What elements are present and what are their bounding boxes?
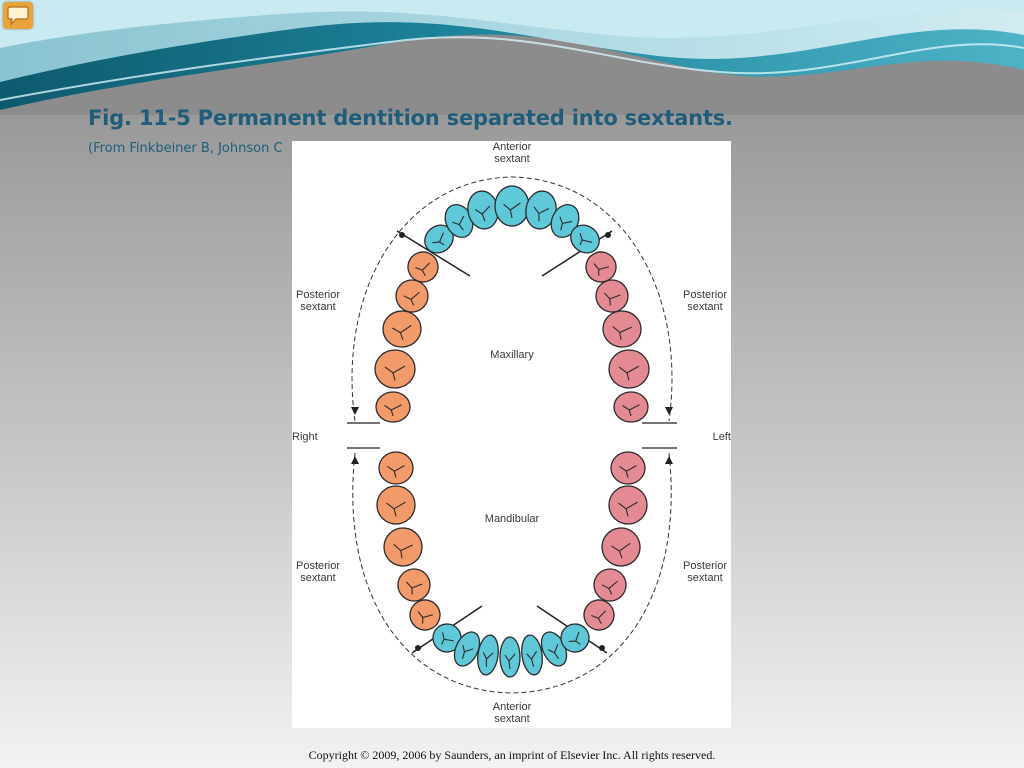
- tooth-groove: [393, 543, 413, 559]
- maxillary-posterior-right-tooth: [407, 251, 439, 283]
- divider-arrowhead-icon: [599, 645, 605, 651]
- sextant-arrow-icon: [665, 407, 673, 415]
- mandibular-anterior-tooth: [453, 631, 481, 667]
- tooth-groove: [432, 232, 445, 246]
- tooth-groove: [612, 325, 632, 340]
- header-wave-decoration: [0, 0, 1024, 115]
- tooth-groove: [441, 632, 454, 645]
- mandibular-posterior-left-tooth: [583, 599, 615, 631]
- mandibular-posterior-right-tooth: [409, 599, 441, 631]
- tooth-groove: [579, 233, 593, 246]
- tooth-groove: [619, 465, 637, 478]
- maxillary-posterior-right-tooth: [374, 349, 416, 389]
- maxillary-posterior-right-tooth: [395, 279, 429, 313]
- label-right: Right: [292, 431, 318, 443]
- maxillary-posterior-right-tooth: [382, 310, 422, 348]
- divider-arrowhead-icon: [399, 232, 405, 238]
- tooth-groove: [461, 644, 474, 659]
- label-maxillary: Maxillary: [490, 349, 534, 361]
- tooth-groove: [482, 652, 494, 667]
- mandibular-posterior-left-tooth: [608, 485, 648, 525]
- label-mandibular: Mandibular: [484, 513, 540, 525]
- slide-title: Fig. 11-5 Permanent dentition separated …: [88, 106, 733, 130]
- sextant-arrow-icon: [665, 456, 673, 464]
- mandibular-anterior-tooth: [477, 634, 499, 676]
- tooth-groove: [618, 365, 640, 381]
- tooth-groove: [533, 206, 550, 222]
- tooth-groove: [384, 404, 402, 417]
- divider-arrowhead-icon: [415, 645, 421, 651]
- maxillary-posterior-left-tooth: [585, 251, 617, 283]
- tooth-groove: [452, 215, 465, 231]
- mandibular-anterior-tooth: [499, 636, 521, 678]
- speech-bubble-icon[interactable]: [3, 2, 33, 29]
- tooth-groove: [526, 651, 537, 668]
- dental-arch-diagram: [347, 176, 677, 694]
- sextant-divider-line: [396, 230, 471, 277]
- tooth-groove: [503, 202, 521, 219]
- tooth-groove: [559, 216, 573, 231]
- tooth-groove: [548, 644, 560, 660]
- tooth-groove: [405, 581, 423, 595]
- sextant-arrow-icon: [351, 456, 359, 464]
- figure-source-citation: (From Finkbeiner B, Johnson C: [88, 141, 283, 156]
- tooth-groove: [618, 501, 638, 517]
- tooth-groove: [403, 291, 420, 306]
- maxillary-arch-outline: [351, 176, 673, 422]
- tooth-groove: [384, 365, 406, 381]
- mandibular-posterior-right-tooth: [383, 527, 423, 567]
- maxillary-posterior-left-tooth: [602, 310, 642, 348]
- tooth-groove: [601, 580, 618, 595]
- tooth-groove: [392, 325, 412, 340]
- mandibular-anterior-tooth: [521, 634, 543, 676]
- maxillary-anterior-tooth: [494, 185, 530, 227]
- sextant-arrow-icon: [351, 407, 359, 415]
- tooth-groove: [417, 611, 433, 624]
- mandibular-posterior-left-tooth: [601, 527, 641, 567]
- mandibular-posterior-left-tooth: [610, 451, 646, 485]
- maxillary-posterior-right-tooth: [375, 391, 411, 423]
- tooth-groove: [387, 465, 405, 478]
- tooth-groove: [622, 404, 640, 417]
- maxillary-posterior-left-tooth: [595, 279, 629, 313]
- tooth-groove: [474, 205, 491, 222]
- copyright-notice: Copyright © 2009, 2006 by Saunders, an i…: [308, 748, 716, 762]
- divider-arrowhead-icon: [605, 232, 611, 238]
- mandibular-anterior-tooth: [560, 623, 590, 653]
- mandibular-posterior-left-tooth: [593, 568, 627, 602]
- tooth-groove: [591, 610, 607, 624]
- maxillary-anterior-tooth: [570, 224, 600, 254]
- mandibular-posterior-right-tooth: [397, 568, 431, 602]
- tooth-groove: [611, 542, 631, 559]
- tooth-groove: [415, 262, 431, 276]
- mandibular-posterior-right-tooth: [376, 485, 416, 525]
- tooth-groove: [603, 292, 621, 306]
- sextant-divider-line: [541, 230, 613, 277]
- tooth-groove: [504, 653, 516, 670]
- tooth-groove: [593, 263, 609, 276]
- tooth-groove: [568, 631, 581, 645]
- maxillary-posterior-left-tooth: [613, 391, 649, 423]
- maxillary-posterior-left-tooth: [608, 349, 650, 389]
- label-left: Left: [712, 431, 731, 443]
- mandibular-posterior-right-tooth: [378, 451, 414, 485]
- tooth-groove: [386, 501, 406, 517]
